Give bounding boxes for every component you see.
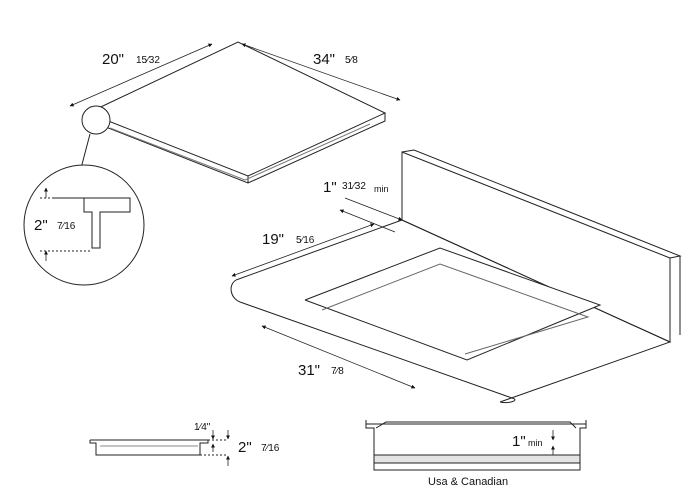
- cooktop-depth-dimension: 34" 5⁄8: [241, 43, 401, 101]
- cooktop-depth-fraction: 5⁄8: [345, 55, 358, 66]
- cutout-depth-dimension: 19" 5⁄16: [231, 223, 375, 277]
- cutout-width-dimension: 31" 7⁄8: [261, 325, 416, 389]
- counter-min-label: 1": [323, 179, 337, 196]
- cooktop-width-dimension: 20" 15⁄32: [69, 43, 213, 107]
- cutout-depth-fraction: 5⁄16: [296, 235, 315, 246]
- detail-height-label: 2": [34, 217, 48, 234]
- cutout-depth-label: 19": [262, 231, 284, 248]
- section-clearance-word: min: [528, 438, 543, 448]
- counter-min-dimension: 1" 31⁄32 min: [323, 179, 403, 233]
- counter-min-fraction: 31⁄32: [342, 181, 366, 192]
- counter-section-view: [365, 420, 587, 471]
- counter-min-word: min: [374, 184, 389, 194]
- side-height-dimension: 2" 7⁄16: [226, 430, 280, 466]
- cooktop-depth-label: 34": [313, 51, 335, 68]
- side-flange-dimension: 1⁄4": [194, 422, 215, 452]
- cutout-width-label: 31": [298, 362, 320, 379]
- cooktop-width-label: 20": [102, 51, 124, 68]
- section-clearance-label: 1": [512, 433, 526, 450]
- detail-height-fraction: 7⁄16: [57, 221, 76, 232]
- cutout-width-fraction: 7⁄8: [331, 366, 344, 377]
- side-height-label: 2": [238, 439, 252, 456]
- side-flange-label: 1⁄4": [194, 422, 211, 433]
- edge-detail-height-dimension: 2" 7⁄16: [34, 187, 76, 261]
- cooktop-side-view: [89, 439, 228, 456]
- countertop-drawing: [230, 149, 682, 403]
- edge-detail-callout: [23, 105, 145, 286]
- cooktop-width-fraction: 15⁄32: [136, 55, 160, 66]
- cooktop-drawing: [86, 41, 387, 184]
- side-height-fraction: 7⁄16: [261, 443, 280, 454]
- section-caption: Usa & Canadian: [428, 476, 508, 488]
- section-clearance-dimension: 1" min: [512, 430, 555, 455]
